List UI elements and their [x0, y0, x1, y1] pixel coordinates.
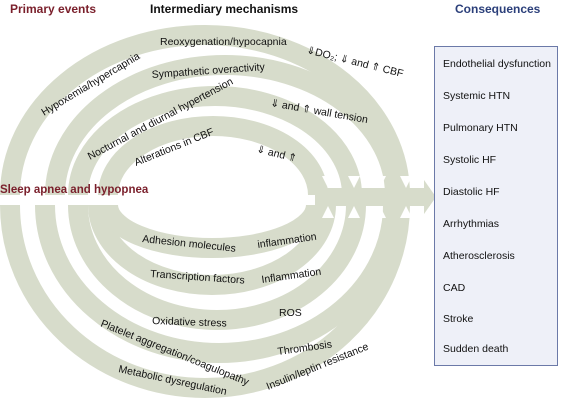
ring-upper-3	[68, 86, 362, 196]
ring-lower-5	[98, 204, 326, 258]
notch-7	[374, 206, 386, 218]
connector-arrows	[315, 176, 436, 218]
notch-1	[322, 176, 334, 188]
notch-3	[374, 176, 386, 188]
consequence-item: Pulmonary HTN	[443, 122, 518, 134]
center-label-sleep-apnea: Sleep apnea and hypopnea	[0, 184, 149, 196]
label-ros: ROS	[279, 307, 302, 319]
consequence-item: Endothelial dysfunction	[443, 58, 551, 70]
connector-arrowhead	[424, 180, 436, 214]
consequence-item: Systolic HF	[443, 154, 497, 166]
ring-lower-1	[0, 204, 410, 398]
ring-upper-2	[45, 55, 405, 196]
upper-rings	[0, 25, 410, 196]
consequence-item: Systemic HTN	[443, 90, 511, 102]
ring-upper-4	[98, 116, 328, 196]
ring-lower-2	[35, 204, 403, 363]
notch-5	[322, 206, 334, 218]
ring-lower-3	[68, 204, 366, 330]
consequence-item: Diastolic HF	[443, 186, 500, 198]
consequence-item: CAD	[443, 282, 466, 294]
ring-lower-4	[88, 204, 336, 295]
notch-8	[400, 206, 412, 218]
notch-2	[348, 176, 360, 188]
header-primary-events: Primary events	[10, 2, 97, 16]
lower-rings	[0, 204, 410, 398]
header-intermediary-mechanisms: Intermediary mechanisms	[150, 2, 299, 16]
label-reoxygenation: Reoxygenation/hypocapnia	[160, 36, 287, 48]
consequence-item: Sudden death	[443, 343, 509, 355]
consequence-item: Arrhythmias	[443, 218, 500, 230]
consequence-item: Stroke	[443, 313, 474, 325]
consequences-box: Endothelial dysfunction Systemic HTN Pul…	[434, 46, 558, 366]
header-consequences: Consequences	[455, 2, 541, 16]
connector-band	[315, 188, 430, 206]
consequence-item: Atherosclerosis	[443, 250, 515, 262]
notch-6	[348, 206, 360, 218]
label-oxidative: Oxidative stress	[152, 315, 227, 330]
notch-4	[400, 176, 412, 188]
